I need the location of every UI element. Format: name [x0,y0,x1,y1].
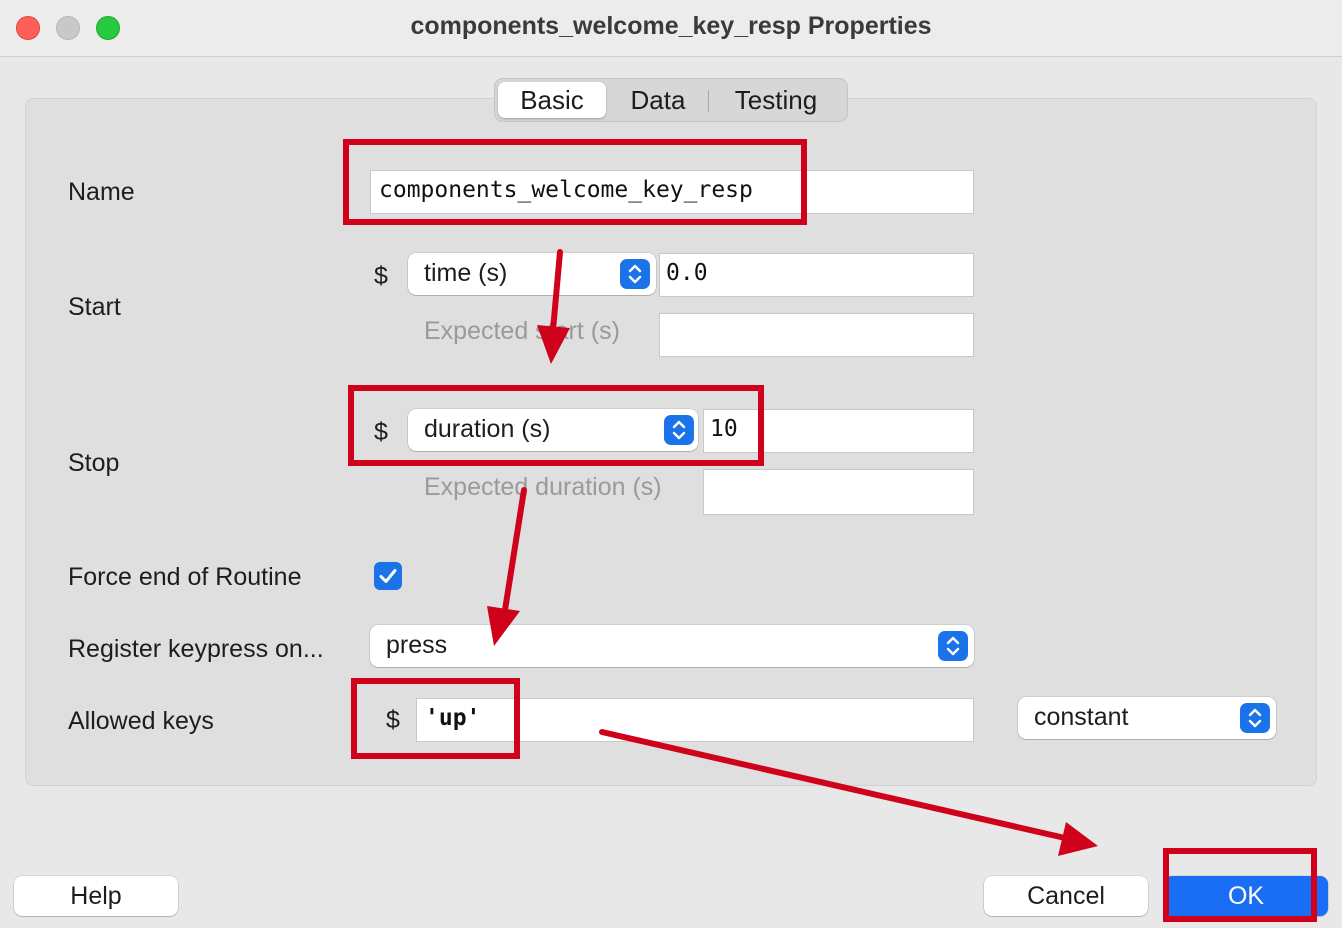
help-button[interactable]: Help [14,876,178,916]
window-title: components_welcome_key_resp Properties [410,12,932,40]
allowed-keys-update-select[interactable]: constant [1018,697,1276,739]
annotation-box-stop [348,385,764,466]
minimize-window-button[interactable] [56,16,80,40]
cancel-button[interactable]: Cancel [984,876,1148,916]
name-field[interactable]: components_welcome_key_resp [370,170,974,214]
expected-duration-field[interactable] [703,469,974,515]
start-value-field[interactable]: 0.0 [659,253,974,297]
name-label: Name [68,178,135,206]
zoom-window-button[interactable] [96,16,120,40]
stop-type-select-value: duration (s) [424,415,551,443]
force-end-checkbox[interactable] [374,562,402,590]
annotation-box-ok [1163,848,1317,922]
tab-testing[interactable]: Testing [734,85,818,115]
expected-start-label: Expected start (s) [424,317,620,345]
checkmark-icon [379,569,397,583]
allowed-keys-dollar-sign: $ [386,706,400,734]
allowed-keys-update-stepper-icon [1240,703,1270,733]
name-field-value: components_welcome_key_resp [379,177,753,203]
stop-value-text: 10 [710,416,738,442]
start-value-text: 0.0 [666,260,708,286]
stop-value-field[interactable]: 10 [703,409,974,453]
tab-separator [708,90,709,112]
start-type-select[interactable]: time (s) [408,253,656,295]
start-dollar-sign: $ [374,262,388,290]
register-keypress-value: press [386,631,448,659]
register-keypress-stepper-icon [938,631,968,661]
expected-start-field[interactable] [659,313,974,357]
allowed-keys-value: 'up' [425,705,481,731]
register-keypress-select[interactable]: press [370,625,974,667]
annotation-box-name [343,139,807,225]
stop-label: Stop [68,449,120,477]
expected-duration-label: Expected duration (s) [424,473,662,501]
stop-type-select[interactable]: duration (s) [408,409,698,451]
start-type-stepper-icon [620,259,650,289]
tab-basic[interactable]: Basic [498,82,606,118]
register-keypress-label: Register keypress on... [68,635,324,663]
allowed-keys-label: Allowed keys [68,707,214,735]
allowed-keys-update-value: constant [1034,703,1129,731]
ok-button[interactable]: OK [1164,876,1328,916]
stop-type-stepper-icon [664,415,694,445]
force-end-label: Force end of Routine [68,563,302,591]
start-label: Start [68,293,121,321]
title-bar: components_welcome_key_resp Properties [0,0,1342,57]
annotation-box-allowed-keys [351,678,520,759]
stop-dollar-sign: $ [374,418,388,446]
start-type-select-value: time (s) [424,259,508,287]
tab-bar: Basic Data Testing [494,78,848,122]
tab-data[interactable]: Data [630,85,686,115]
close-window-button[interactable] [16,16,40,40]
